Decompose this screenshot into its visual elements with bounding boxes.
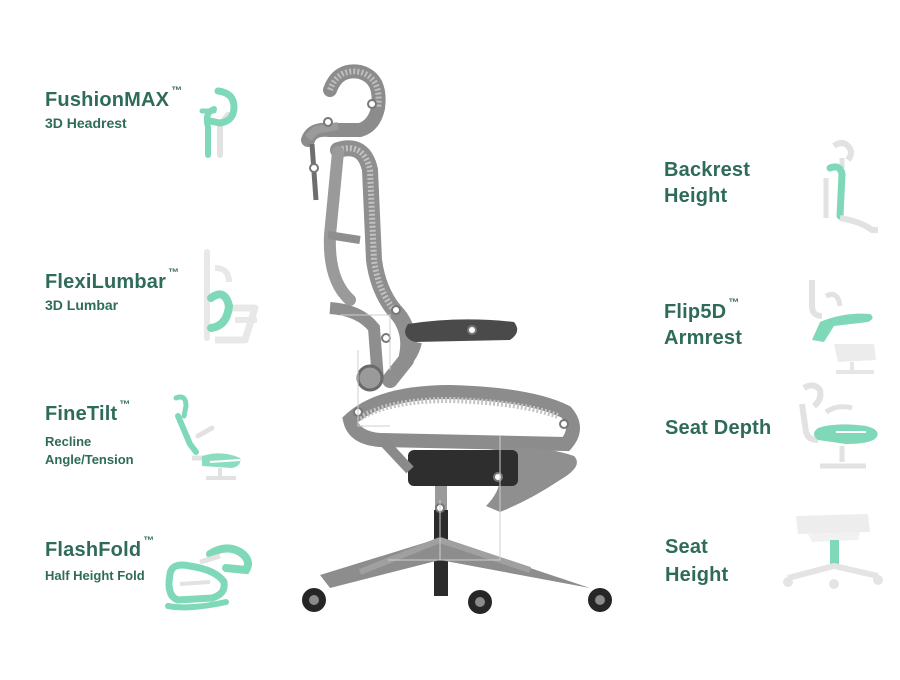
- seat-depth-icon: [796, 382, 886, 477]
- feature-title: Seat Depth: [665, 417, 772, 439]
- office-chair-image: [290, 60, 630, 625]
- seat-height-icon: [778, 510, 883, 590]
- trademark-mark: ™: [119, 399, 131, 411]
- trademark-mark: ™: [168, 267, 180, 279]
- tilt-icon: [162, 392, 247, 482]
- feature-subtitle-line: Recline: [45, 434, 92, 449]
- feature-seat-depth: Seat Depth: [665, 416, 771, 440]
- fold-icon: [160, 540, 260, 615]
- trademark-mark: ™: [728, 297, 740, 309]
- seat: [342, 384, 580, 452]
- feature-seat-height: Seat Height: [665, 535, 728, 587]
- feature-title: FushionMAX: [45, 89, 170, 111]
- feature-title-line: Height: [664, 185, 728, 207]
- feature-title: FlexiLumbar: [45, 271, 167, 293]
- feature-title: FlashFold: [45, 539, 142, 561]
- armrest-icon: [804, 276, 884, 376]
- feature-subtitle-line: Angle/Tension: [45, 452, 134, 468]
- lumbar-icon: [195, 248, 265, 348]
- caster-wheel: [302, 588, 612, 614]
- trademark-mark: ™: [171, 85, 183, 97]
- feature-title: FineTilt: [45, 403, 118, 425]
- feature-backrest-height: Backrest Height: [664, 158, 750, 208]
- feature-title-line: Height: [665, 564, 729, 586]
- armrest: [405, 319, 518, 342]
- headrest-icon: [190, 85, 240, 160]
- backrest-height-icon: [812, 138, 882, 238]
- feature-title-line: Armrest: [664, 327, 743, 349]
- feature-subtitle: Half Height Fold: [45, 568, 145, 583]
- feature-title-line: Flip5D: [664, 301, 727, 323]
- feature-subtitle: 3D Lumbar: [45, 297, 119, 313]
- trademark-mark: ™: [143, 535, 155, 547]
- feature-title-line: Seat: [665, 536, 709, 558]
- feature-subtitle: 3D Headrest: [45, 115, 127, 131]
- feature-title-line: Backrest: [664, 159, 751, 181]
